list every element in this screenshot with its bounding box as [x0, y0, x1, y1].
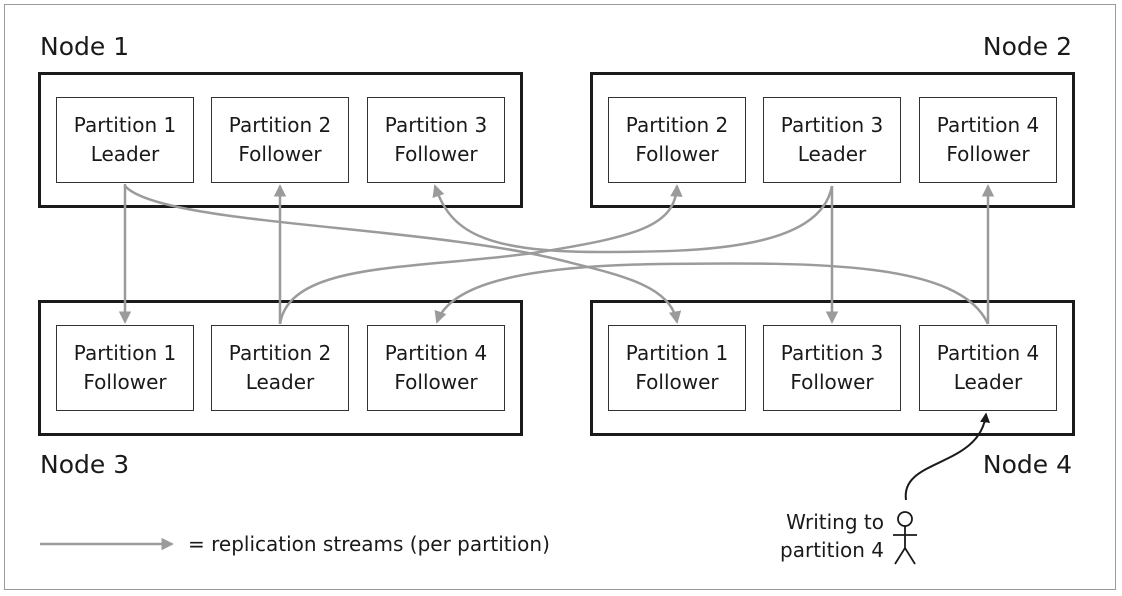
partition-role: Follower — [946, 142, 1030, 166]
partition-role: Leader — [245, 370, 315, 394]
node-4-partition-1: Partition 1 Follower — [608, 325, 746, 411]
node-3-partition-1: Partition 1 Follower — [56, 325, 194, 411]
partition-name: Partition 1 — [625, 341, 729, 365]
node-2-partition-3: Partition 3 Leader — [763, 97, 901, 183]
partition-name: Partition 1 — [73, 113, 177, 137]
node-3-partition-4: Partition 4 Follower — [367, 325, 505, 411]
node-2-partition-4: Partition 4 Follower — [919, 97, 1057, 183]
partition-name: Partition 4 — [936, 341, 1040, 365]
partition-name: Partition 2 — [228, 341, 332, 365]
partition-role: Leader — [90, 142, 160, 166]
partition-role: Follower — [635, 370, 719, 394]
partition-role: Follower — [790, 370, 874, 394]
partition-role: Leader — [953, 370, 1023, 394]
partition-name: Partition 4 — [384, 341, 488, 365]
partition-role: Follower — [635, 142, 719, 166]
partition-name: Partition 3 — [384, 113, 488, 137]
node-1-label: Node 1 — [40, 32, 130, 61]
partition-name: Partition 1 — [73, 341, 177, 365]
client-label-line1: Writing to — [786, 510, 884, 534]
node-3-partition-2: Partition 2 Leader — [211, 325, 349, 411]
diagram-frame — [4, 4, 1116, 590]
partition-role: Follower — [394, 370, 478, 394]
partition-name: Partition 3 — [780, 113, 884, 137]
node-1-partition-3: Partition 3 Follower — [367, 97, 505, 183]
partition-name: Partition 4 — [936, 113, 1040, 137]
partition-role: Follower — [238, 142, 322, 166]
client-label: Writing to partition 4 — [760, 508, 884, 564]
partition-name: Partition 2 — [228, 113, 332, 137]
node-2-label: Node 2 — [982, 32, 1072, 61]
node-4-partition-3: Partition 3 Follower — [763, 325, 901, 411]
node-3-label: Node 3 — [40, 450, 130, 479]
node-1-partition-1: Partition 1 Leader — [56, 97, 194, 183]
partition-name: Partition 3 — [780, 341, 884, 365]
partition-role: Leader — [797, 142, 867, 166]
client-label-line2: partition 4 — [780, 538, 884, 562]
legend-label: = replication streams (per partition) — [188, 532, 550, 556]
partition-role: Follower — [394, 142, 478, 166]
node-2-partition-2: Partition 2 Follower — [608, 97, 746, 183]
partition-name: Partition 2 — [625, 113, 729, 137]
node-1-partition-2: Partition 2 Follower — [211, 97, 349, 183]
partition-role: Follower — [83, 370, 167, 394]
node-4-partition-4: Partition 4 Leader — [919, 325, 1057, 411]
node-4-label: Node 4 — [982, 450, 1072, 479]
